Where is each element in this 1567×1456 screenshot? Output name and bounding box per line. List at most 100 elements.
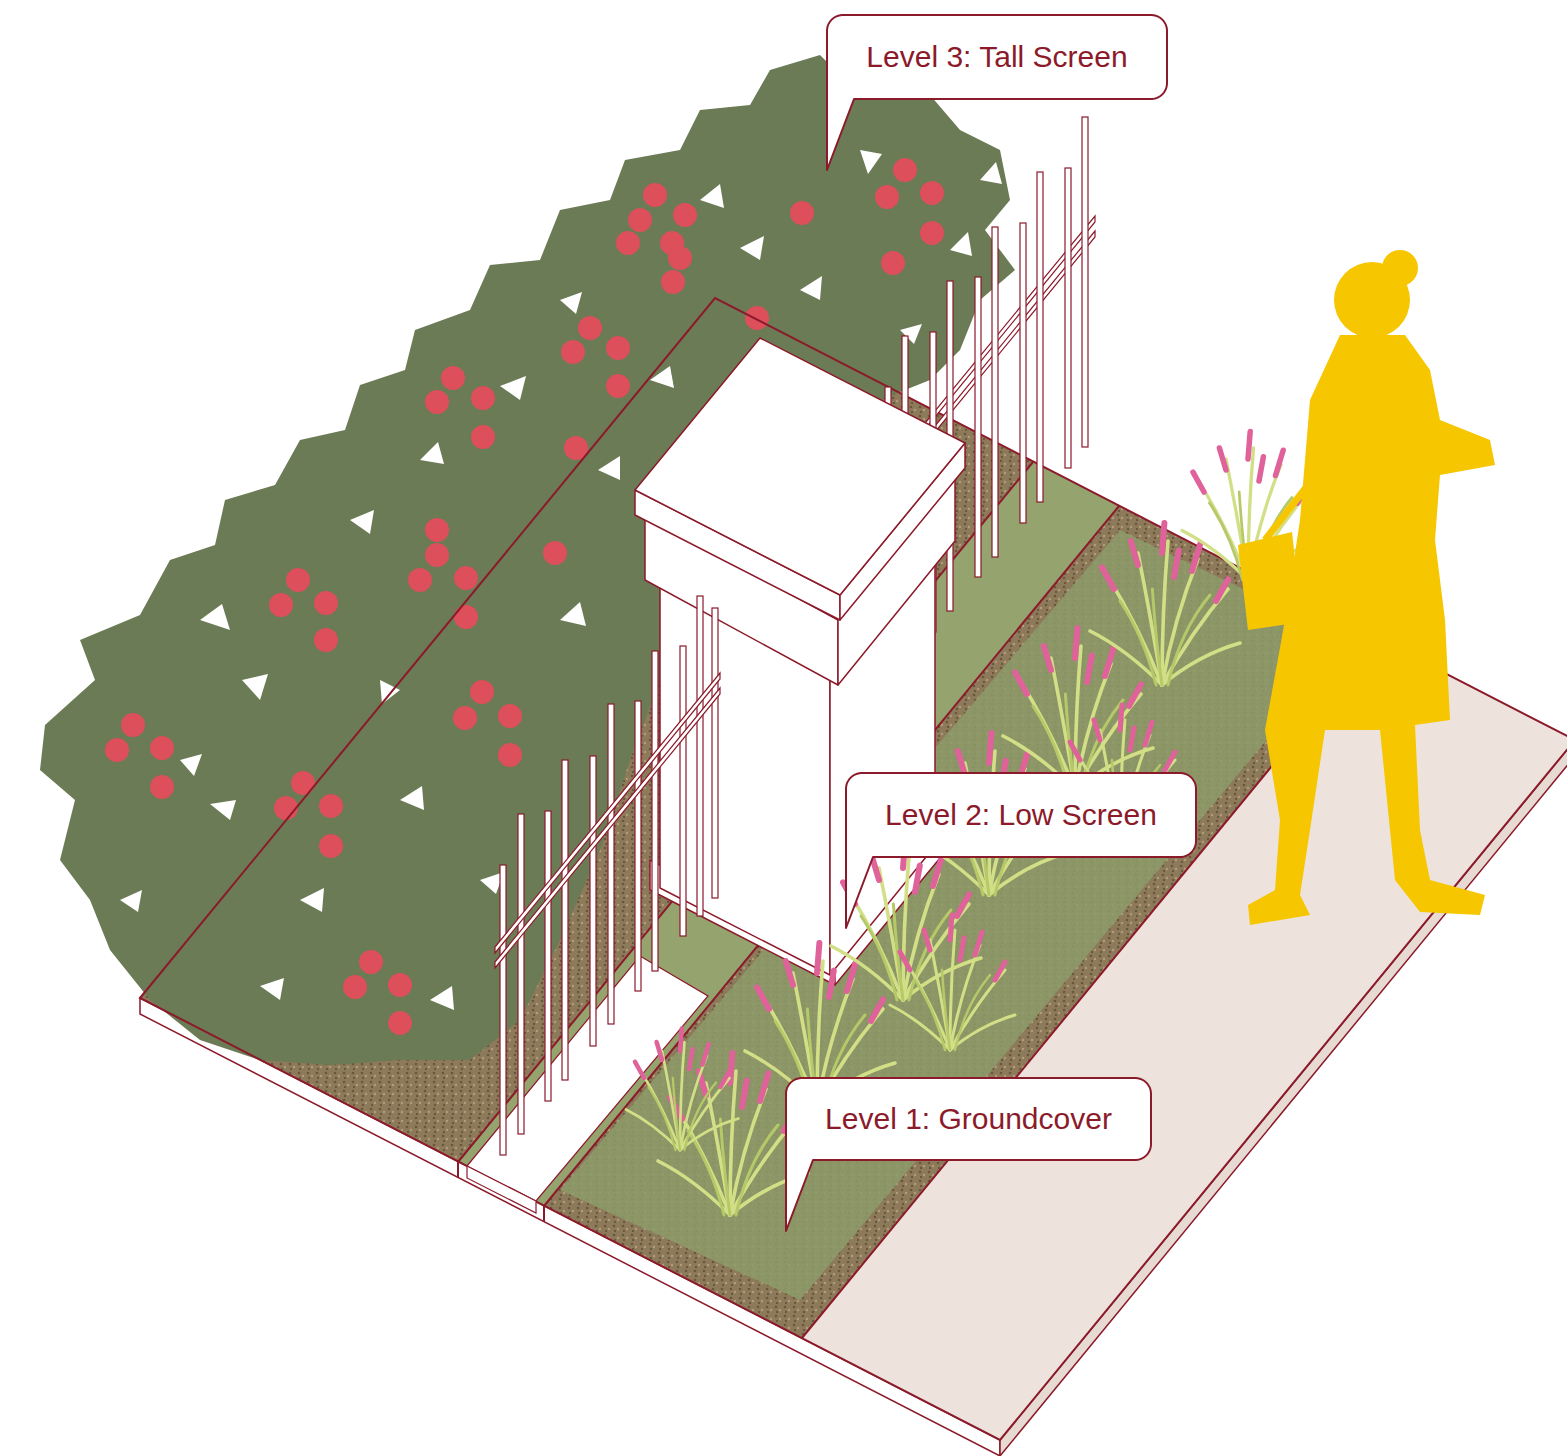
metal-fence: [500, 865, 506, 1155]
berries: [920, 221, 944, 245]
berries: [453, 706, 477, 730]
hedge-shrubs: [740, 236, 764, 260]
berries: [319, 834, 343, 858]
berries: [893, 158, 917, 182]
berries: [314, 628, 338, 652]
hedge-shrubs: [598, 456, 620, 480]
metal-fence: [975, 277, 981, 577]
berries: [150, 736, 174, 760]
metal-fence: [697, 596, 703, 916]
level-outlines: [543, 1206, 545, 1222]
callout-bubble: Level 3: Tall Screen: [826, 14, 1168, 100]
berries: [578, 316, 602, 340]
groundcover-grasses: [1090, 523, 1240, 685]
berries: [121, 713, 145, 737]
groundcover-grasses: [626, 1029, 739, 1151]
hedge-shrubs: [260, 978, 284, 1000]
callout-shape: [846, 773, 1196, 928]
metal-fence: [590, 756, 596, 1046]
metal-fence: [518, 814, 524, 1134]
level-outlines: [140, 298, 1567, 1440]
hedge-shrubs: [180, 754, 202, 776]
pedestrian-figure: [1238, 532, 1302, 630]
berries: [359, 950, 383, 974]
callout-label: Level 1: Groundcover: [825, 1101, 1112, 1137]
hedge-shrubs: [860, 150, 882, 174]
berries: [314, 591, 338, 615]
metal-fence: [608, 704, 614, 1024]
metal-fence: [545, 811, 551, 1101]
berries: [408, 568, 432, 592]
metal-fence: [1082, 117, 1088, 447]
hedge-shrubs: [800, 276, 822, 300]
metal-fence: [1065, 168, 1071, 468]
berries: [875, 185, 899, 209]
metal-fence: [652, 651, 658, 971]
berries: [920, 181, 944, 205]
hedge-shrubs: [500, 376, 526, 400]
berries: [745, 306, 769, 330]
hedge-shrubs: [400, 786, 424, 810]
berries: [498, 743, 522, 767]
berries: [150, 775, 174, 799]
hedge-shrubs: [200, 604, 230, 630]
metal-fence: [712, 608, 718, 898]
hedge-shrubs: [950, 232, 972, 256]
metal-fence: [1020, 223, 1026, 523]
metal-fence: [992, 227, 998, 557]
groundcover-grasses: [890, 915, 1015, 1050]
berries: [343, 975, 367, 999]
metal-fence: [680, 646, 686, 936]
hedge-shrubs: [40, 55, 1015, 1065]
callout-bubble: Level 1: Groundcover: [785, 1077, 1152, 1161]
berries: [543, 541, 567, 565]
hedge-shrubs: [300, 888, 324, 912]
berries: [388, 973, 412, 997]
berries: [291, 771, 315, 795]
berries: [790, 201, 814, 225]
metal-fence: [635, 701, 641, 991]
pedestrian-figure: [1265, 352, 1412, 540]
callout-outline: [826, 14, 1168, 170]
berries: [673, 203, 697, 227]
hedge-shrubs: [120, 890, 142, 912]
hedge-shrubs: [650, 366, 674, 388]
berries: [425, 518, 449, 542]
hedge-shrubs: [120, 150, 1002, 1010]
berries: [661, 270, 685, 294]
groundcover-grasses: [1003, 628, 1153, 790]
berries: [628, 208, 652, 232]
hedge-shrubs: [40, 55, 1015, 1065]
berries: [471, 386, 495, 410]
callout-bubble: Level 2: Low Screen: [845, 772, 1197, 858]
hedge-shrubs: [560, 602, 586, 626]
berries: [471, 425, 495, 449]
berries: [425, 390, 449, 414]
berries: [454, 566, 478, 590]
hedge-shrubs: [350, 510, 374, 534]
metal-fence: [562, 760, 568, 1080]
metal-fence: [495, 688, 720, 968]
callout-shape: [786, 1078, 1151, 1231]
berries: [561, 340, 585, 364]
berries: [498, 704, 522, 728]
berries: [105, 738, 129, 762]
hedge-shrubs: [420, 442, 444, 464]
berries: [606, 336, 630, 360]
callout-outline: [845, 772, 1197, 928]
pedestrian-figure: [1382, 250, 1418, 286]
hedge-shrubs: [242, 674, 268, 700]
berries: [286, 568, 310, 592]
hedge-shrubs: [210, 800, 236, 820]
stone-pillar: [635, 338, 965, 595]
berries: [319, 794, 343, 818]
hedge-shrubs: [980, 162, 1002, 184]
level-outlines: [140, 298, 1567, 1440]
berries: [606, 374, 630, 398]
berries: [388, 1011, 412, 1035]
metal-fence: [495, 673, 720, 953]
metal-fence: [1037, 172, 1043, 502]
